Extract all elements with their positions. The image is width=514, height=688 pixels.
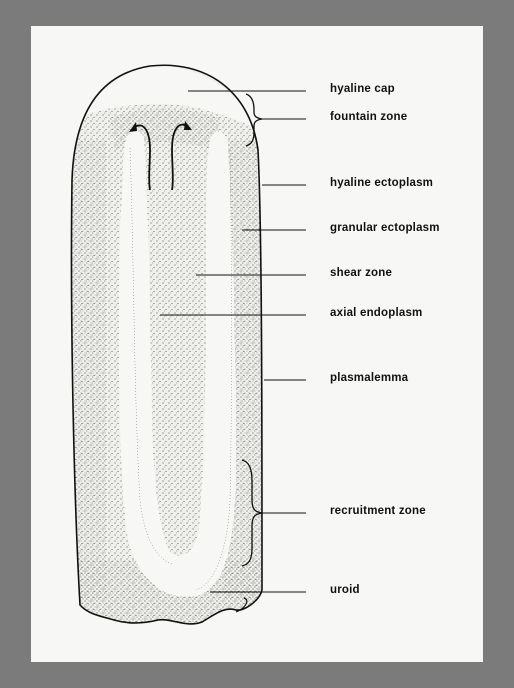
- label-uroid: uroid: [330, 584, 360, 596]
- label-shear-zone: shear zone: [330, 267, 392, 279]
- label-granular-ectoplasm: granular ectoplasm: [330, 222, 440, 234]
- label-hyaline-cap: hyaline cap: [330, 83, 395, 95]
- label-recruitment-zone: recruitment zone: [330, 505, 426, 517]
- label-fountain-zone: fountain zone: [330, 111, 407, 123]
- label-hyaline-ectoplasm: hyaline ectoplasm: [330, 177, 433, 189]
- label-axial-endoplasm: axial endoplasm: [330, 307, 422, 319]
- label-plasmalemma: plasmalemma: [330, 372, 408, 384]
